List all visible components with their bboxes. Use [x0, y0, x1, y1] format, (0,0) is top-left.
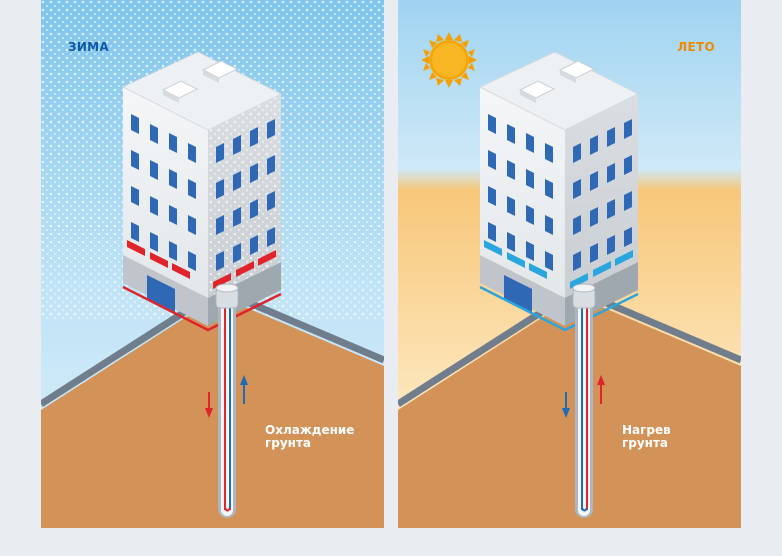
summer-scene-illustration [398, 0, 741, 528]
ground-effect-caption-summer: Нагрев грунта [622, 424, 671, 450]
arrow-up-icon [597, 375, 605, 404]
arrow-up-icon [240, 375, 248, 404]
summer-panel: ЛЕТО Нагрев грунта [398, 0, 741, 528]
arrow-down-icon [562, 392, 570, 418]
borehole-pipe [572, 283, 596, 518]
borehole-pipe [215, 283, 239, 518]
summer-radiators [484, 240, 633, 289]
building [478, 51, 640, 332]
ground-effect-caption-winter: Охлаждение грунта [265, 424, 354, 450]
caption-line-1: Охлаждение [265, 423, 355, 437]
caption-line-2: грунта [622, 436, 669, 450]
sun-icon [421, 32, 477, 88]
winter-panel: ЗИМА Охлаждение грунта [41, 0, 384, 528]
winter-scene-illustration [41, 0, 384, 528]
season-label-summer: ЛЕТО [677, 40, 715, 54]
caption-line-2: грунта [265, 436, 312, 450]
ground-soil [41, 296, 384, 528]
ground-soil [398, 296, 741, 528]
winter-radiators [127, 240, 276, 289]
caption-line-1: Нагрев [622, 423, 671, 437]
building [121, 51, 283, 332]
arrow-down-icon [205, 392, 213, 418]
season-label-winter: ЗИМА [68, 40, 109, 54]
